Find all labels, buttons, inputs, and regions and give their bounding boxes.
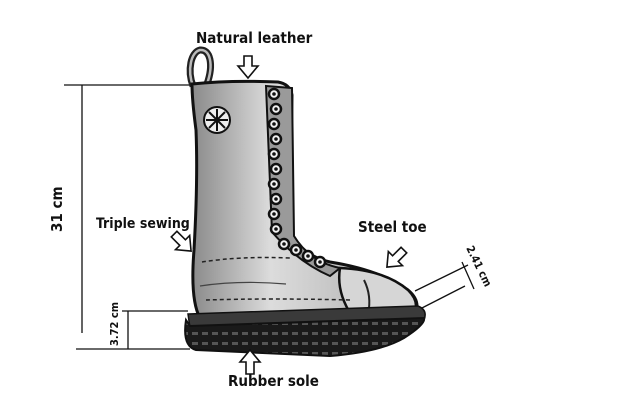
outline-arrow-icon xyxy=(236,55,260,80)
label-steel-toe: Steel toe xyxy=(358,218,427,236)
label-natural-leather: Natural leather xyxy=(196,29,313,47)
eyelets xyxy=(267,87,327,269)
dimension-height: 31 cm xyxy=(48,186,66,232)
outline-arrow-icon xyxy=(170,230,192,252)
height-dimension-lines xyxy=(64,84,200,350)
eyelet-hole xyxy=(274,197,278,201)
eyelet-hole xyxy=(272,92,276,96)
eyelet-hole xyxy=(274,167,278,171)
boot xyxy=(184,46,426,358)
eyelet-hole xyxy=(274,107,278,111)
eyelet-hole xyxy=(294,248,298,252)
sole-dimension-lines xyxy=(122,310,188,349)
eyelet-hole xyxy=(318,260,322,264)
eyelet-hole xyxy=(274,227,278,231)
dimension-sole-height: 3.72 cm xyxy=(108,302,121,346)
toe-dimension-lines xyxy=(414,261,475,311)
eyelet-hole xyxy=(282,242,286,246)
eyelet-hole xyxy=(306,254,310,258)
dimension-toe-width: 2.41 cm xyxy=(463,244,494,289)
label-triple-sewing: Triple sewing xyxy=(96,216,190,232)
eyelet-hole xyxy=(274,137,278,141)
steel-ball-logo-icon xyxy=(203,106,231,134)
steel-toe-cap xyxy=(338,266,418,318)
label-rubber-sole: Rubber sole xyxy=(228,372,319,390)
eyelet-hole xyxy=(272,152,276,156)
eyelet-hole xyxy=(272,182,276,186)
outline-arrow-icon xyxy=(238,348,262,375)
outline-arrow-icon xyxy=(386,246,408,268)
eyelet-hole xyxy=(272,212,276,216)
rubber-sole xyxy=(184,316,426,358)
eyelet-hole xyxy=(272,122,276,126)
